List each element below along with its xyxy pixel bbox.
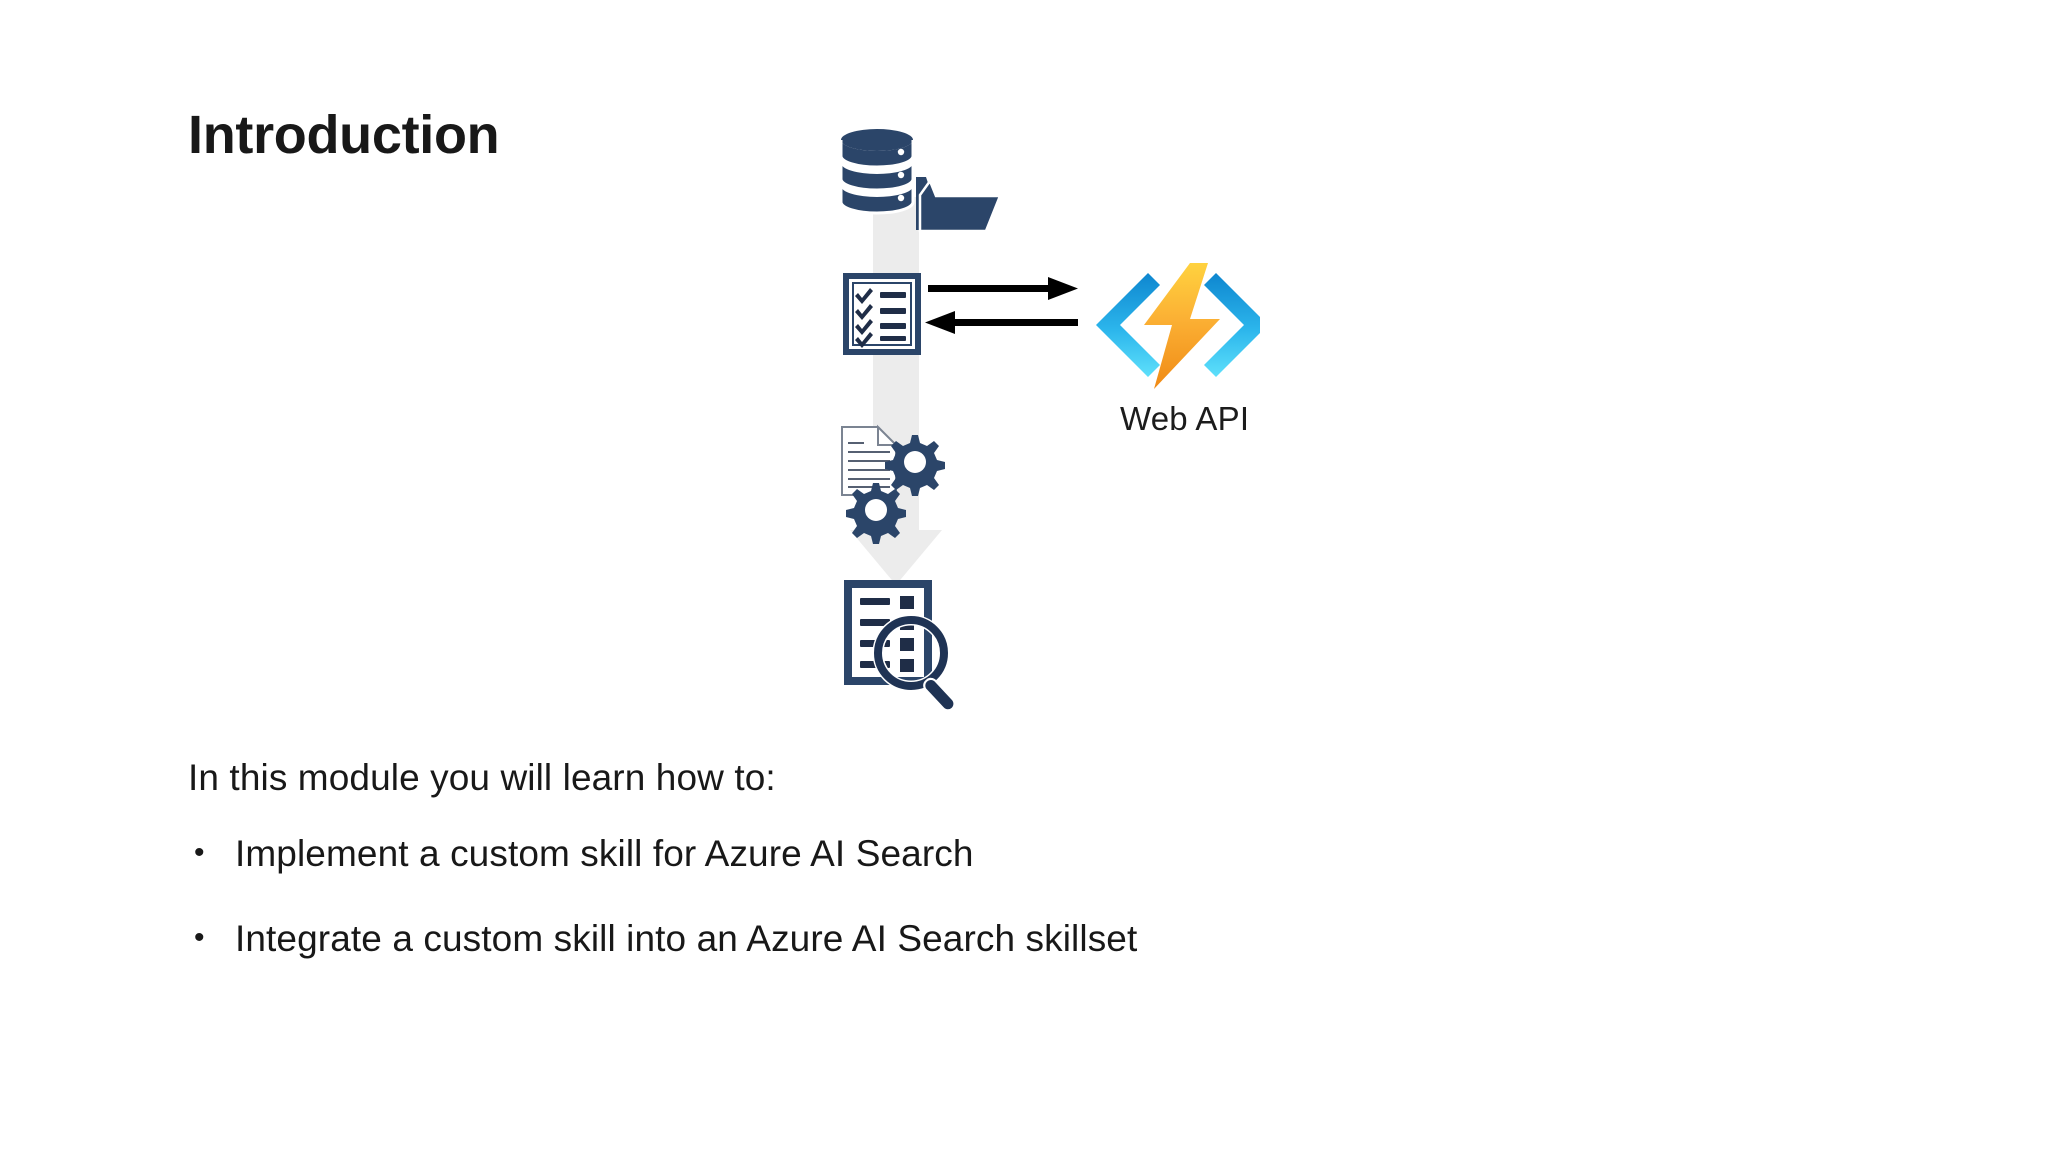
list-item-label: Implement a custom skill for Azure AI Se… [235,833,974,875]
body-content: In this module you will learn how to: • … [188,755,1588,1000]
arrow-to-webapi [928,277,1078,300]
document-magnifier-icon [844,580,956,712]
bullet-icon: • [194,836,205,870]
arrow-from-webapi [925,311,1078,334]
bullet-icon: • [194,920,205,954]
pipeline-diagram [820,125,1260,725]
objectives-list: • Implement a custom skill for Azure AI … [188,831,1588,962]
lead-text: In this module you will learn how to: [188,757,776,798]
database-folder-icon [839,129,1002,233]
checklist-icon [843,273,921,355]
page-title: Introduction [188,105,500,166]
list-item: • Implement a custom skill for Azure AI … [188,831,1588,877]
list-item: • Integrate a custom skill into an Azure… [188,916,1588,962]
azure-function-icon [1096,263,1260,389]
webapi-label: Web API [1120,400,1250,437]
list-item-label: Integrate a custom skill into an Azure A… [235,917,1138,959]
document-gears-icon [841,424,945,544]
